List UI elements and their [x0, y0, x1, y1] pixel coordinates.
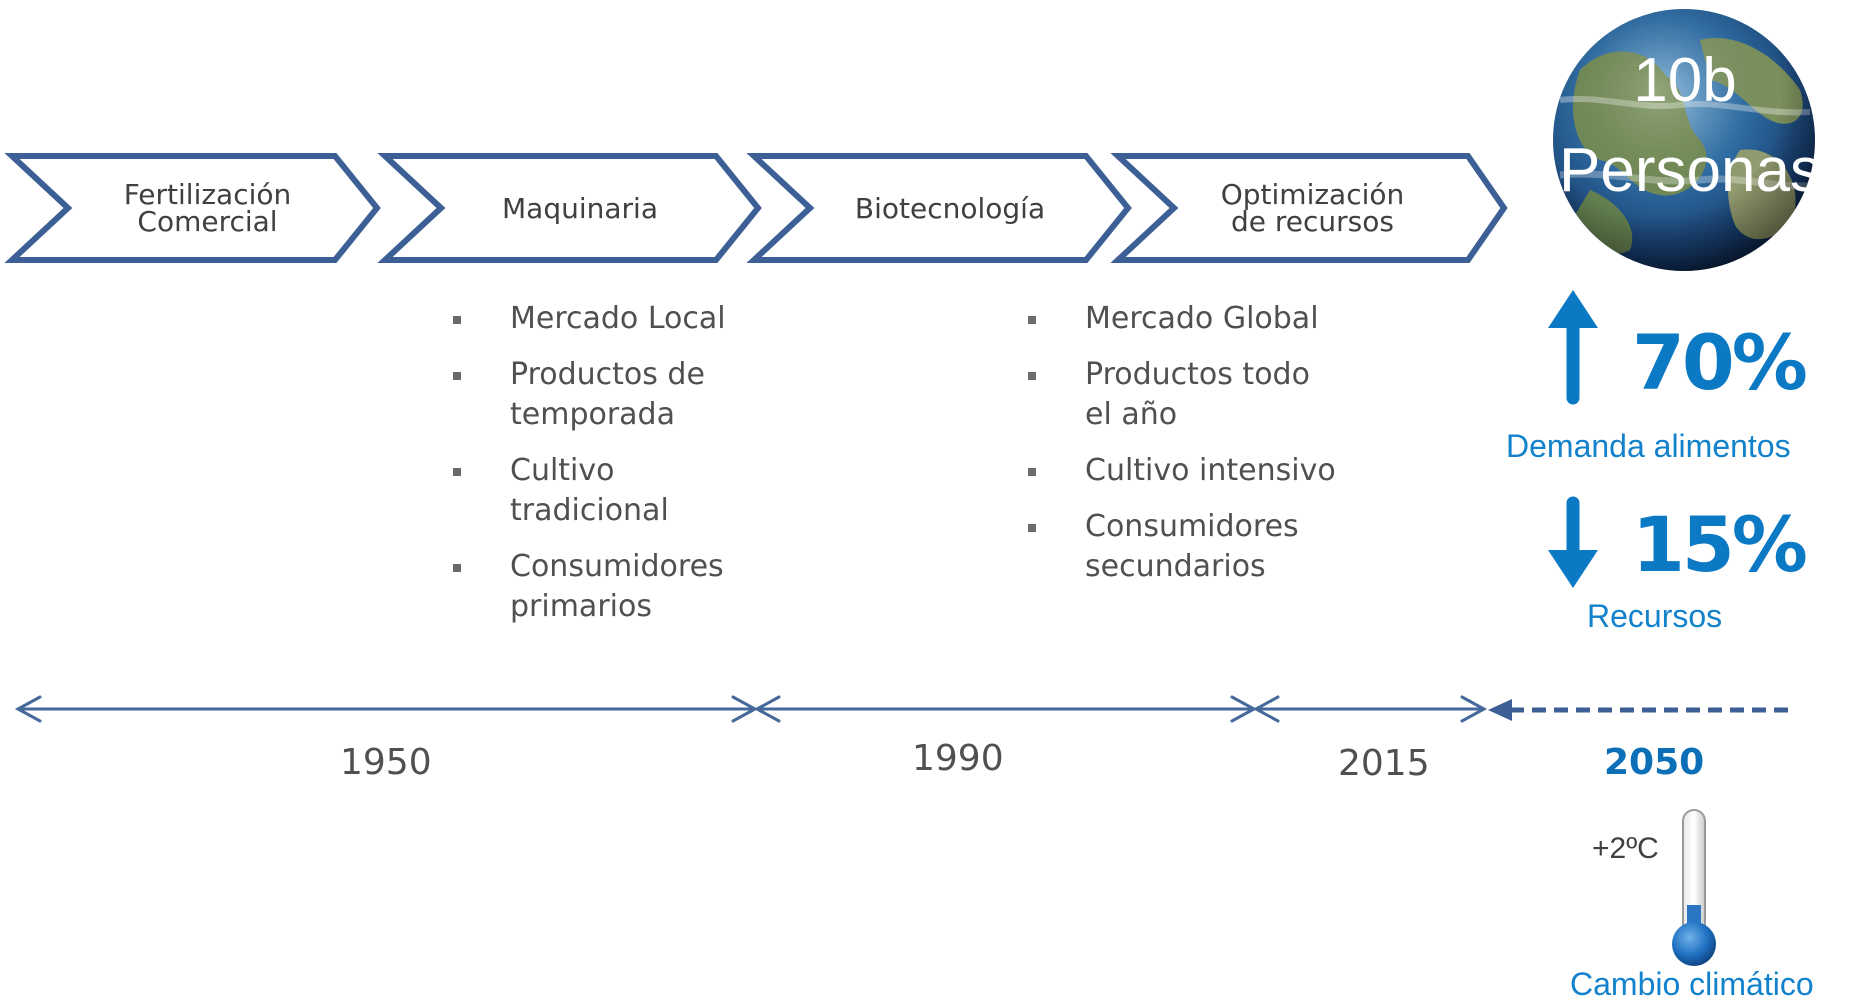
chevron-fertilizacion: [4, 153, 381, 263]
global-market-list: Mercado Global Productos todo el año Cul…: [1025, 299, 1345, 603]
arrowhead-left-icon: [14, 695, 42, 723]
arrowhead-right-icon: [1460, 695, 1488, 723]
list-item: Mercado Local: [450, 299, 780, 339]
list-item-text: Productos todo el año: [1085, 357, 1310, 432]
list-item-text: Mercado Local: [510, 301, 726, 336]
year-2050: 2050: [1604, 742, 1705, 783]
list-item: Cultivo tradicional: [450, 451, 780, 531]
list-item: Cultivo intensivo: [1025, 451, 1345, 491]
demand-label: Demanda alimentos: [1506, 428, 1791, 464]
list-item: Productos de temporada: [450, 355, 780, 435]
bullet-icon: [1025, 451, 1085, 491]
climate-change-label: Cambio climático: [1570, 966, 1814, 1002]
year-1950: 1950: [340, 742, 432, 783]
list-item-text: Mercado Global: [1085, 301, 1319, 336]
bullet-icon: [1025, 507, 1085, 547]
chevron-optimizacion: [1110, 153, 1508, 263]
bullet-icon: [450, 451, 510, 491]
bullet-icon: [450, 299, 510, 339]
arrowhead-left-icon: [1252, 695, 1280, 723]
list-item-text: Consumidores primarios: [510, 549, 724, 624]
year-1990: 1990: [912, 738, 1004, 779]
bullet-icon: [1025, 299, 1085, 339]
stage-label-biotecnologia: Biotecnología: [854, 191, 1046, 225]
globe-count-text: 10b: [1633, 46, 1737, 115]
chevron-maquinaria: [377, 153, 762, 263]
bullet-icon: [450, 547, 510, 587]
bullet-icon: [1025, 355, 1085, 395]
list-item: Productos todo el año: [1025, 355, 1345, 435]
list-item-text: Cultivo tradicional: [510, 453, 669, 528]
list-item-text: Productos de temporada: [510, 357, 705, 432]
globe-people-text: Personas: [1559, 136, 1821, 205]
list-item-text: Cultivo intensivo: [1085, 453, 1336, 488]
list-item: Mercado Global: [1025, 299, 1345, 339]
local-market-list: Mercado Local Productos de temporada Cul…: [450, 299, 780, 643]
future-dashed-line: [1488, 699, 1792, 721]
list-item: Consumidores primarios: [450, 547, 780, 627]
stage-label-fertilizacion: Fertilización Comercial: [123, 178, 292, 238]
arrow-down-icon: [1548, 496, 1598, 588]
year-2015: 2015: [1338, 743, 1430, 784]
list-item-text: Consumidores secundarios: [1085, 509, 1299, 584]
list-item: Consumidores secundarios: [1025, 507, 1345, 587]
bullet-icon: [450, 355, 510, 395]
temperature-label: +2ºC: [1592, 832, 1659, 865]
stage-label-optimizacion: Optimización de recursos: [1220, 178, 1405, 238]
arrowhead-left-icon: [1488, 699, 1512, 721]
demand-percentage: 70%: [1632, 318, 1808, 407]
chevron-biotecnologia: [746, 153, 1132, 263]
stage-label-maquinaria: Maquinaria: [502, 191, 658, 225]
resources-percentage: 15%: [1632, 500, 1808, 589]
arrowhead-left-icon: [753, 695, 781, 723]
resources-label: Recursos: [1587, 598, 1723, 634]
arrow-up-icon: [1548, 290, 1598, 405]
